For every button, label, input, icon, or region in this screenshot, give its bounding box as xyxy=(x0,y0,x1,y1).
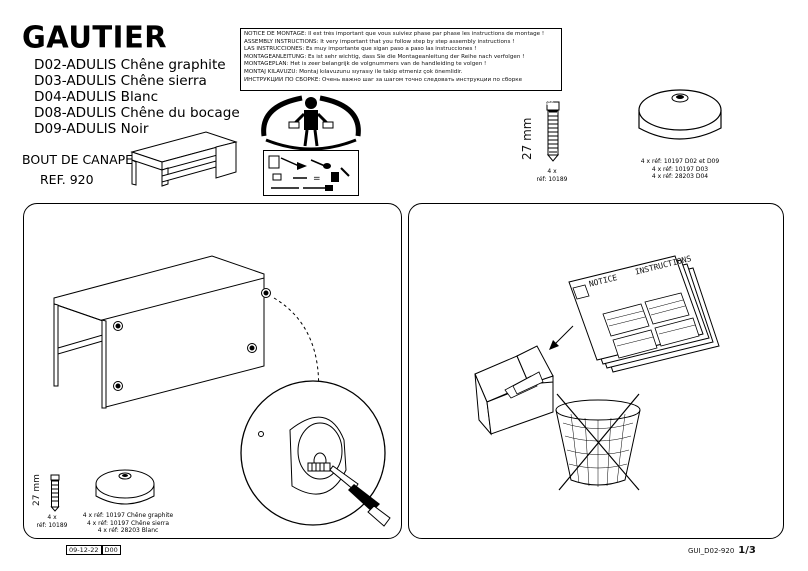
foot-ref-line: 4 x réf: 28203 D04 xyxy=(651,173,709,180)
date-value: 09-12-22 xyxy=(66,545,102,555)
screw-head-code: 828 xyxy=(545,102,554,107)
variant-list: D02-ADULIS Chêne graphite D03-ADULIS Chê… xyxy=(34,57,240,137)
person-instruction-icon xyxy=(261,95,361,150)
keep-instructions-illustration xyxy=(474,255,720,491)
notice-line-de: MONTAGEANLEITUNG: Es ist sehr wichtig, d… xyxy=(244,53,525,60)
screw-ref-block: 4 x réf: 10189 xyxy=(530,168,574,183)
product-name: BOUT DE CANAPE xyxy=(22,152,134,167)
left-screw-icon xyxy=(50,474,60,512)
screw-icon xyxy=(546,101,560,162)
left-foot-ref-block: 4 x réf: 10197 Chêne graphite 4 x réf: 1… xyxy=(72,512,184,535)
brand-logo: GAUTIER xyxy=(22,19,168,55)
screw-qty: 4 x xyxy=(547,168,557,175)
left-foot-ref-line: 4 x réf: 10197 Chêne graphite xyxy=(82,512,174,519)
document-id: GUI_D02-920 xyxy=(688,547,735,555)
product-illustration xyxy=(130,131,238,187)
left-screw-length-label: 27 mm xyxy=(32,474,42,506)
product-ref: REF. 920 xyxy=(40,172,94,187)
page-number: 1/3 xyxy=(738,545,756,556)
step-panel-keep-instructions xyxy=(408,203,784,539)
notice-line-fr: NOTICE DE MONTAGE: Il est très important… xyxy=(244,31,545,37)
step-panel-assembly xyxy=(23,203,402,539)
left-foot-ref-line: 4 x réf: 10197 Chêne sierra xyxy=(86,519,170,527)
assembly-notice-box: NOTICE DE MONTAGE: Il est très important… xyxy=(240,28,562,91)
assembly-illustration xyxy=(53,255,391,527)
foot-ref-line: 4 x réf: 10197 D03 xyxy=(651,165,709,173)
notice-line-en: ASSEMBLY INSTRUCTIONS: It very important… xyxy=(244,38,515,45)
notice-line-es: LAS INSTRUCCIONES: Es muy importante que… xyxy=(244,46,477,53)
notice-line-tr: MONTAJ KILAVUZU: Montaj kılavuzunu sıyra… xyxy=(244,68,463,75)
foot-pad-icon xyxy=(638,89,722,140)
variant-item: D02-ADULIS Chêne graphite xyxy=(34,57,226,73)
product-info: BOUT DE CANAPE REF. 920 xyxy=(22,150,133,190)
revision-code: D00 xyxy=(101,545,121,555)
svg-text:=: = xyxy=(313,174,321,184)
left-foot-pad-icon xyxy=(95,469,155,505)
notice-line-ru: ИНСТРУКЦИИ ПО СБОРКЕ: Очень важно шаг за… xyxy=(244,76,523,83)
left-screw-ref: réf: 10189 xyxy=(36,521,68,529)
foot-ref-block: 4 x réf: 10197 D02 et D09 4 x réf: 10197… xyxy=(620,158,740,181)
variant-item: D09-ADULIS Noir xyxy=(34,121,149,137)
left-screw-ref-block: 4 x réf: 10189 xyxy=(30,514,74,529)
left-screw-qty: 4 x xyxy=(47,514,57,521)
variant-item: D08-ADULIS Chêne du bocage xyxy=(34,105,240,121)
notice-line-nl: MONTAGEPLAN: Het is zeer belangrijk de v… xyxy=(244,61,487,68)
screw-length-label: 27 mm xyxy=(520,117,534,160)
foot-ref-line: 4 x réf: 10197 D02 et D09 xyxy=(640,158,720,165)
screw-ref: réf: 10189 xyxy=(536,175,568,183)
variant-item: D04-ADULIS Blanc xyxy=(34,89,159,105)
left-foot-ref-line: 4 x réf: 28203 Blanc xyxy=(97,527,159,534)
variant-item: D03-ADULIS Chêne sierra xyxy=(34,73,207,89)
tools-required-icon: = xyxy=(263,150,359,196)
